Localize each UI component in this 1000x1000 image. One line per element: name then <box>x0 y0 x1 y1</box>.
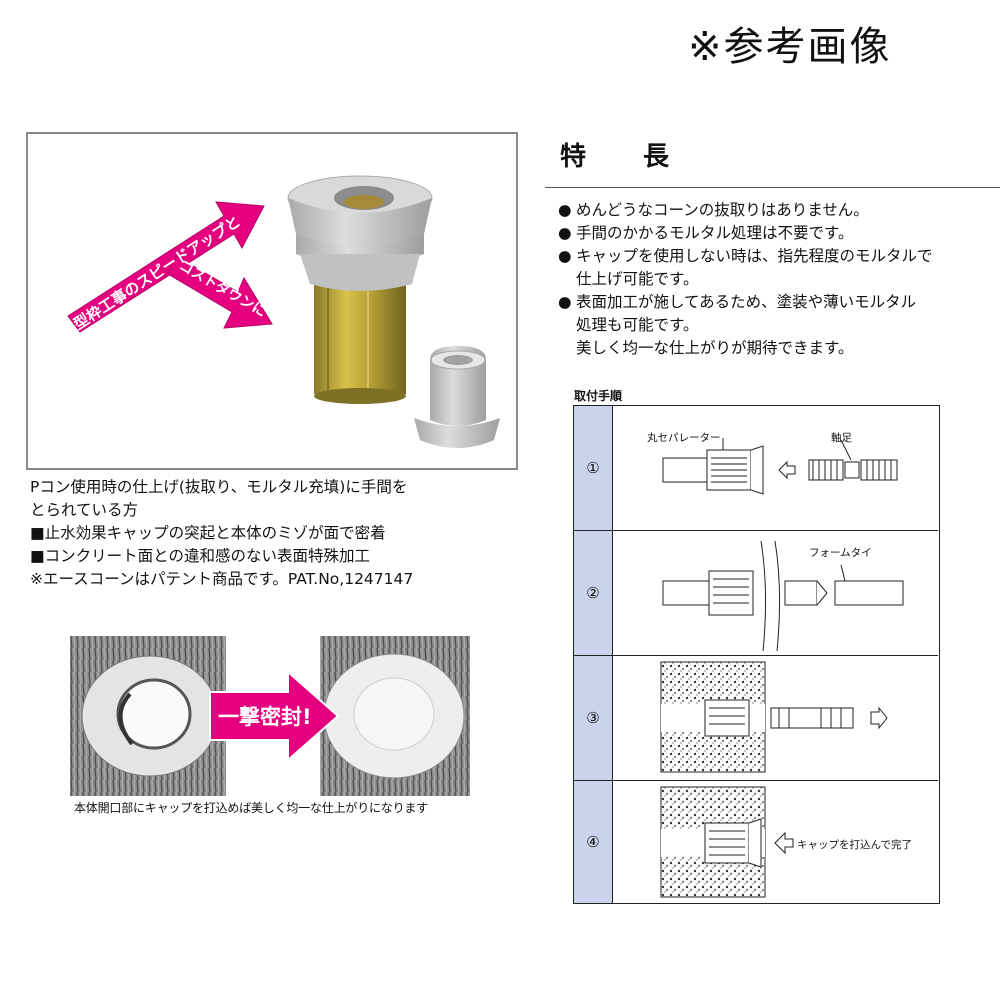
step-row-4: ④ キャップを打込んで完了 <box>574 781 938 903</box>
comparison-caption: 本体開口部にキャップを打込めば美しく均一な仕上がりになります <box>74 801 429 815</box>
label-shaft: 軸足 <box>831 432 852 444</box>
features-list: ● めんどうなコーンの抜取りはありません。 ● 手間のかかるモルタル処理は不要で… <box>558 199 998 360</box>
step-row-3: ③ <box>574 656 938 781</box>
product-photo-frame: 型枠工事のスピードアップと コストダウンに <box>26 132 518 470</box>
step-row-1: ① <box>574 406 938 531</box>
description-line: とられている方 <box>30 501 139 519</box>
after-panel <box>320 636 470 796</box>
feature-text: 表面加工が施してあるため、塗装や薄いモルタル <box>576 293 917 311</box>
feature-text: 処理も可能です。 <box>576 316 699 334</box>
features-divider <box>545 187 1000 188</box>
arrow-text-1: 型枠工事のスピードアップと <box>70 212 243 333</box>
step-number: ④ <box>574 781 613 903</box>
label-separator: 丸セパレーター <box>647 432 721 444</box>
feature-item: ● めんどうなコーンの抜取りはありません。 <box>558 199 998 222</box>
features-title: 特 長 <box>560 142 694 172</box>
step-number: ① <box>574 406 613 530</box>
feature-item: ● 表面加工が施してあるため、塗装や薄いモルタル <box>558 291 998 314</box>
step-number: ② <box>574 531 613 655</box>
feature-item: ● キャップを使用しない時は、指先程度のモルタルで <box>558 245 998 268</box>
feature-item: ● 手間のかかるモルタル処理は不要です。 <box>558 222 998 245</box>
feature-item-continued: 美しく均一な仕上がりが期待できます。 <box>558 337 998 360</box>
feature-text: めんどうなコーンの抜取りはありません。 <box>576 201 869 219</box>
feature-text: 仕上げ可能です。 <box>576 270 699 288</box>
cap-product <box>414 346 500 448</box>
seal-arrow-text: 一撃密封! <box>218 705 312 729</box>
bullet: ● <box>558 247 572 265</box>
before-panel <box>70 636 226 796</box>
arrow-text-2: コストダウンに <box>176 257 269 321</box>
description-line: ■コンクリート面との違和感のない表面特殊加工 <box>30 547 370 565</box>
step-illustration: キャップを打込んで完了 <box>613 781 938 903</box>
installation-steps-table: ① <box>573 405 940 904</box>
before-after-image: 一撃密封! <box>70 636 470 796</box>
magenta-arrows <box>67 201 273 333</box>
product-description: Pコン使用時の仕上げ(抜取り、モルタル充填)に手間を とられている方 ■止水効果… <box>30 476 500 591</box>
label-cap-done: キャップを打込んで完了 <box>797 839 912 851</box>
step-number: ③ <box>574 656 613 780</box>
feature-item-continued: 処理も可能です。 <box>558 314 998 337</box>
step-illustration: フォームタイ <box>613 531 938 655</box>
product-photo: 型枠工事のスピードアップと コストダウンに <box>67 175 500 448</box>
feature-item-continued: 仕上げ可能です。 <box>558 268 998 291</box>
description-line: ※エースコーンはパテント商品です。PAT.No,1247147 <box>30 570 414 588</box>
step-row-2: ② フォームタイ <box>574 531 938 656</box>
steps-title: 取付手順 <box>574 389 623 403</box>
feature-text: キャップを使用しない時は、指先程度のモルタルで <box>576 247 933 265</box>
description-line: ■止水効果キャップの突起と本体のミゾが面で密着 <box>30 524 386 542</box>
step-illustration <box>613 656 938 780</box>
description-line: Pコン使用時の仕上げ(抜取り、モルタル充填)に手間を <box>30 478 408 496</box>
feature-text: 美しく均一な仕上がりが期待できます。 <box>576 339 854 357</box>
reference-image-label: ※参考画像 <box>688 24 892 70</box>
seal-arrow <box>209 669 340 763</box>
bullet: ● <box>558 293 572 311</box>
cone-product <box>287 175 433 404</box>
bullet: ● <box>558 224 572 242</box>
label-form-tie: フォームタイ <box>809 547 872 559</box>
step-illustration: 丸セパレーター 軸足 <box>613 406 938 530</box>
bullet: ● <box>558 201 572 219</box>
feature-text: 手間のかかるモルタル処理は不要です。 <box>576 224 854 242</box>
